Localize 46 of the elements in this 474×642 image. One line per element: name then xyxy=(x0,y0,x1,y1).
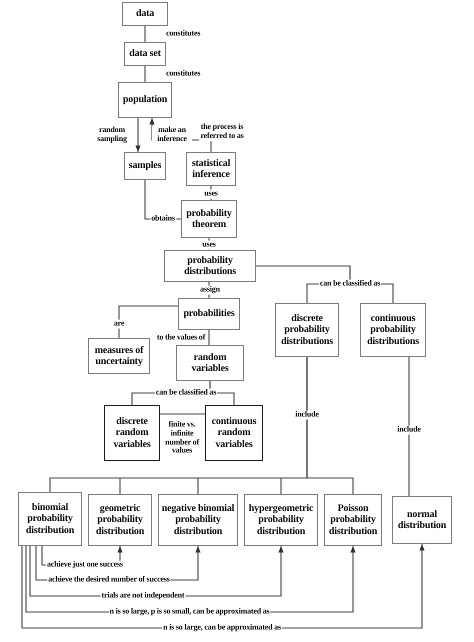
concept-box: random variables xyxy=(176,345,244,381)
edge-label: n is so large, p is so small, can be approximated as xyxy=(108,608,270,616)
concept-box: statistical inference xyxy=(186,152,236,186)
connector-line xyxy=(208,330,210,345)
concept-box: continuous random variables xyxy=(205,405,263,461)
edge-label: uses xyxy=(203,190,219,198)
edge-label: constitutes xyxy=(165,30,202,38)
connector-line xyxy=(408,357,410,496)
connector-line xyxy=(118,305,178,338)
edge-label: assign xyxy=(199,286,221,294)
concept-box: hypergeometric probability distribution xyxy=(244,494,318,546)
edge-label: uses xyxy=(201,240,217,250)
edge-label: include xyxy=(294,410,320,420)
concept-box: measures of uncertainty xyxy=(88,338,150,374)
concept-box: probabilities xyxy=(178,298,240,330)
connector-line xyxy=(144,26,146,42)
edge-label: trials are not independent xyxy=(100,592,186,600)
concept-box: samples xyxy=(124,152,166,180)
edge-label: achieve just one success xyxy=(46,560,124,570)
arrow xyxy=(135,118,141,152)
concept-box: continuous probability distributions xyxy=(360,303,426,357)
connector-line xyxy=(160,413,205,415)
concept-box: data xyxy=(122,2,168,26)
concept-box: binomial probability distribution xyxy=(18,492,82,546)
concept-box: Poisson probability distribution xyxy=(324,494,382,546)
edge-label: achieve the desired number of success xyxy=(47,576,171,584)
concept-box: probability theorem xyxy=(181,200,237,238)
edge-label: obtains xyxy=(150,214,176,224)
edge-label: can be classified as xyxy=(154,388,218,398)
concept-box: probability distributions xyxy=(164,250,256,282)
concept-box: discrete random variables xyxy=(104,405,160,461)
edge-label: constitutes xyxy=(165,70,202,78)
edge-label: include xyxy=(396,426,422,434)
concept-box: negative binomial probability distribution xyxy=(158,494,238,546)
concept-box: geometric probability distribution xyxy=(88,494,152,546)
edge-label: are xyxy=(112,320,126,328)
edge-label: n is so large, can be approximated as xyxy=(162,624,282,632)
concept-box: discrete probability distributions xyxy=(275,303,339,357)
concept-box: data set xyxy=(124,42,166,66)
concept-box: normal distribution xyxy=(392,496,452,544)
concept-box: population xyxy=(118,82,172,118)
connector-line xyxy=(144,66,146,82)
edge-label: to the values of xyxy=(156,334,206,342)
note-text: the process is referred to as xyxy=(199,123,245,141)
connector-line xyxy=(306,357,354,494)
edge-label: can be classified as xyxy=(318,280,382,288)
